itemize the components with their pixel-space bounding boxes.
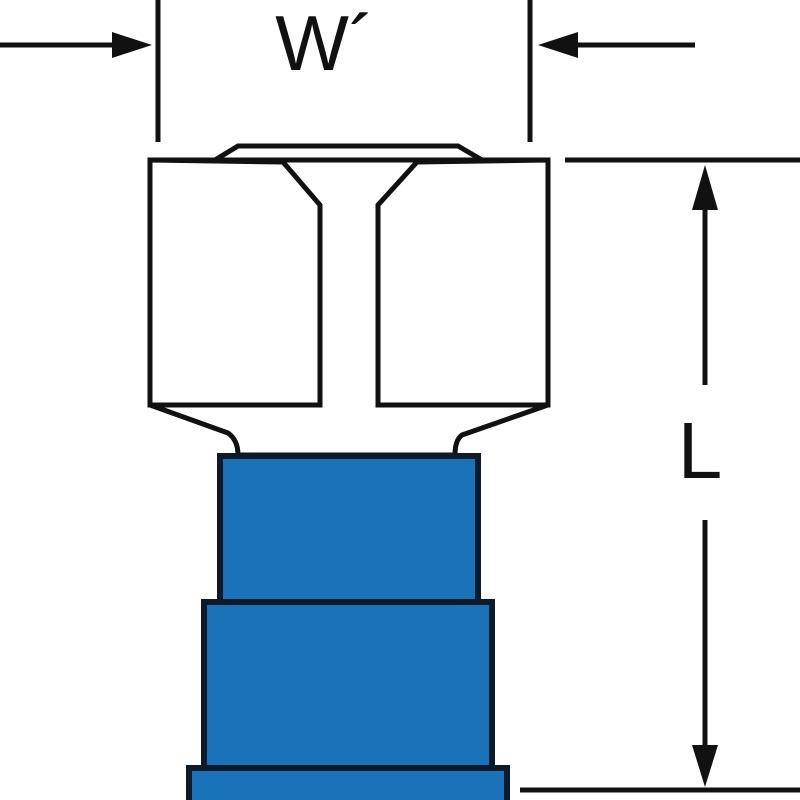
terminal-top-bridge [213, 143, 484, 163]
terminal-left-contact [147, 157, 323, 408]
width-label: W´ [275, 0, 375, 87]
width-arrowhead-right [538, 32, 578, 58]
insulation-base-flange [186, 765, 510, 800]
width-arrowhead-left [112, 32, 152, 58]
length-dimension [520, 157, 800, 793]
insulation-sleeve [186, 453, 510, 800]
terminal-body [147, 143, 551, 458]
terminal-right-contact [375, 157, 551, 408]
length-arrowhead-bottom [692, 745, 718, 787]
insulation-lower-section [201, 599, 495, 771]
width-dimension [0, 0, 695, 142]
insulation-upper-section [217, 453, 481, 605]
length-label: L [678, 406, 723, 495]
length-arrowhead-top [692, 165, 718, 210]
